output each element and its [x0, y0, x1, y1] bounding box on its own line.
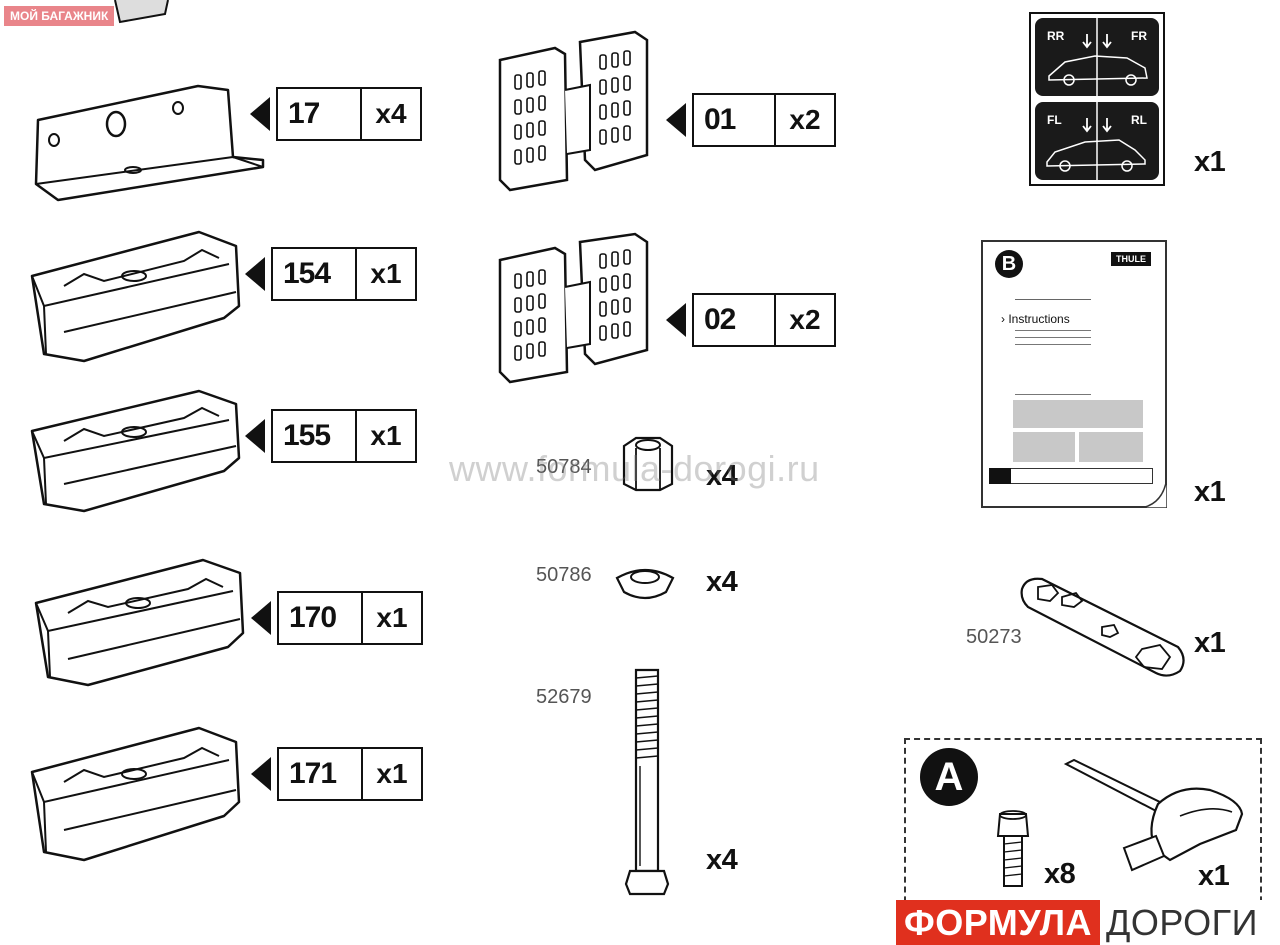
qty-wrench: x1 — [1194, 627, 1226, 659]
part-code: 01 — [694, 95, 776, 145]
part-tag-154: 154 x1 — [245, 247, 417, 301]
pointer-arrow-icon — [251, 757, 271, 791]
hex-nut-icon — [622, 436, 674, 492]
manual-line — [1015, 394, 1091, 395]
position-sticker: RR FR FL RL — [1029, 12, 1165, 186]
site-watermark: www.formula-dorogi.ru — [449, 448, 820, 489]
pointer-arrow-icon — [666, 303, 686, 337]
brand-logo: ФОРМУЛА ДОРОГИ — [896, 900, 1265, 945]
part-tag-01: 01 x2 — [666, 93, 836, 147]
part-code: 171 — [279, 749, 363, 799]
qty-50784: x4 — [706, 460, 738, 492]
kit-a-letter: A — [934, 754, 964, 799]
pointer-arrow-icon — [251, 601, 271, 635]
pointer-arrow-icon — [666, 103, 686, 137]
t-bolt-icon — [624, 668, 670, 896]
part-qty: x1 — [370, 258, 402, 289]
sticker-fr-label: FR — [1131, 29, 1147, 43]
pointer-arrow-icon — [250, 97, 270, 131]
qty-52679: x4 — [706, 844, 738, 876]
part-tag-02: 02 x2 — [666, 293, 836, 347]
car-sticker-top-icon: RR FR — [1035, 18, 1159, 96]
part-code: 154 — [273, 249, 357, 299]
part-code: 02 — [694, 295, 776, 345]
washer-icon — [615, 568, 675, 600]
part-tag-170: 170 x1 — [251, 591, 423, 645]
qty-sticker: x1 — [1194, 146, 1226, 178]
manual-lines — [1015, 330, 1091, 331]
part-number-50784: 50784 — [536, 456, 592, 478]
manual-brand: THULE — [1116, 254, 1146, 264]
part-qty: x1 — [376, 758, 408, 789]
wrench-icon — [1020, 577, 1185, 677]
part-number-52679: 52679 — [536, 686, 592, 708]
cropped-part-top — [114, 0, 169, 24]
foot-pad-170-icon — [34, 558, 245, 687]
part-qty: x2 — [789, 304, 821, 335]
pointer-arrow-icon — [245, 419, 265, 453]
manual-image-block — [1013, 432, 1075, 462]
car-sticker-bottom-icon: FL RL — [1035, 102, 1159, 180]
kit-a-box: A x8 x1 — [904, 738, 1262, 942]
manual-footer-block — [989, 468, 1011, 484]
brand-logo-part1: ФОРМУЛА — [896, 900, 1101, 945]
part-qty: x4 — [375, 98, 407, 129]
part-qty: x1 — [370, 420, 402, 451]
part-code: 155 — [273, 411, 357, 461]
part-code: 170 — [279, 593, 363, 643]
manual-line — [1015, 337, 1091, 338]
t-handle-key-icon — [1063, 758, 1244, 872]
foot-pad-171-icon — [30, 726, 241, 862]
manual-footer-bar — [989, 468, 1153, 484]
sticker-fl-label: FL — [1047, 113, 1062, 127]
pointer-arrow-icon — [245, 257, 265, 291]
page-curl-icon — [1141, 478, 1167, 508]
manual-brand-logo: THULE — [1111, 252, 1151, 266]
part-tag-155: 155 x1 — [245, 409, 417, 463]
manual-image-block — [1013, 400, 1143, 428]
qty-screws: x8 — [1044, 858, 1076, 890]
manual-divider — [1015, 299, 1091, 300]
manual-letter-badge: B — [995, 250, 1023, 278]
manual-image-block — [1079, 432, 1143, 462]
manual-letter: B — [1001, 252, 1017, 275]
adapter-02-icon — [498, 232, 649, 384]
part-number-50273: 50273 — [966, 626, 1022, 648]
sticker-rr-label: RR — [1047, 29, 1065, 43]
manual-title-text: Instructions — [1008, 312, 1070, 326]
part-qty: x1 — [376, 602, 408, 633]
part-number-50786: 50786 — [536, 564, 592, 586]
part-code: 17 — [278, 89, 362, 139]
instruction-manual: B THULE › Instructions — [981, 240, 1167, 508]
allen-screw-icon — [996, 810, 1030, 887]
qty-manual: x1 — [1194, 476, 1226, 508]
adapter-01-icon — [498, 30, 649, 192]
foot-pad-155-icon — [30, 389, 241, 513]
part-tag-17: 17 x4 — [250, 87, 422, 141]
qty-50786: x4 — [706, 566, 738, 598]
bracket-17-icon — [34, 84, 265, 202]
foot-pad-154-icon — [30, 230, 241, 363]
manual-line — [1015, 344, 1091, 345]
manual-title: › Instructions — [1001, 312, 1070, 326]
brand-logo-part2: ДОРОГИ — [1100, 900, 1265, 945]
sticker-rl-label: RL — [1131, 113, 1147, 127]
kit-a-letter-badge: A — [920, 748, 978, 806]
part-tag-171: 171 x1 — [251, 747, 423, 801]
site-label: МОЙ БАГАЖНИК — [4, 6, 115, 26]
qty-key-tool: x1 — [1198, 860, 1230, 892]
part-qty: x2 — [789, 104, 821, 135]
